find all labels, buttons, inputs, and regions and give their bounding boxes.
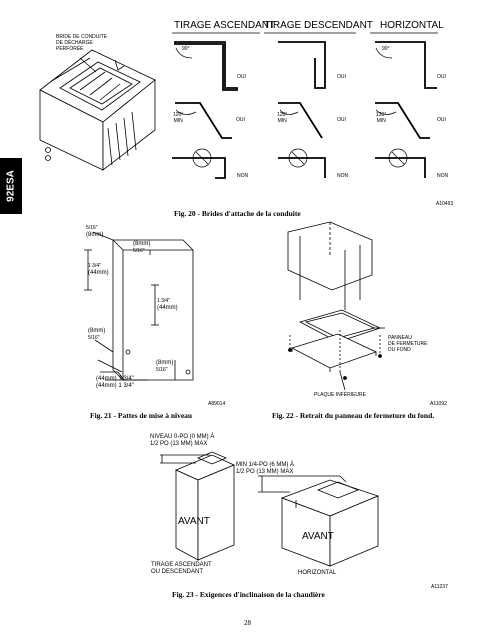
flange-label: BRIDE DE CONDUITE DE DÉCHARGE PERFORÉE — [56, 34, 107, 52]
figure-caption: Fig. 22 - Retrait du panneau de fermetur… — [272, 411, 435, 420]
angle-120-label: 120° MIN — [173, 112, 183, 124]
figure-caption: Fig. 23 - Exigences d'inclinaison de la … — [172, 590, 325, 599]
dim-value: (8mm) — [156, 360, 174, 366]
angle-90-label: 90° — [382, 46, 390, 52]
oui-label: OUI — [437, 74, 446, 80]
figure-caption: Fig. 20 - Brides d'attache de la conduit… — [174, 209, 301, 218]
dim-value: (44mm) — [157, 305, 178, 311]
non-label: NON — [237, 173, 249, 179]
dim-value: 5/16" — [133, 248, 145, 254]
upflow-label: TIRAGE ASCENDANT OU DESCENDANT — [151, 562, 212, 576]
angle-120-min: MIN — [277, 118, 287, 124]
dim-value: 5/16" — [156, 367, 168, 373]
non-label: NON — [437, 173, 449, 179]
panel-label-line: DE FERMETURE — [388, 341, 428, 347]
horizontal-label: HORIZONTAL — [298, 570, 337, 576]
dim-value: (8mm) — [88, 328, 106, 334]
angle-120-label: 120° MIN — [277, 112, 287, 124]
dim-left-low: (8mm) 5/16" — [88, 328, 105, 342]
min-label: MIN 1/4-PO (6 MM) À 1/2 PO (13 MM) MAX — [236, 462, 294, 476]
level-label-line: 1/2 PO (13 MM) MAX — [150, 441, 208, 447]
angle-90-label: 90° — [182, 46, 190, 52]
level-label: NIVEAU 0-PO (0 MM) À 1/2 PO (13 MM) MAX — [150, 434, 214, 448]
dim-value: 5/16" — [86, 225, 98, 231]
level-label-line: NIVEAU 0-PO (0 MM) À — [150, 434, 215, 440]
dim-value: (44mm) 1 3/4" — [96, 383, 134, 389]
dim-bottom: (44mm) 1 3/4" (44mm) 1 3/4" — [96, 376, 134, 390]
dim-value: 1 3/4" — [88, 263, 101, 269]
angle-120-value: 120° — [277, 112, 288, 118]
header-upflow: TIRAGE ASCENDANT — [174, 20, 276, 31]
figure-code: A11237 — [431, 584, 448, 590]
dim-value: (44mm) 1 3/4" — [96, 376, 134, 382]
dim-value: (8mm) — [133, 241, 151, 247]
angle-120-label: 120° MIN — [376, 112, 386, 124]
upflow-label-line: OU DESCENDANT — [151, 569, 204, 575]
avant-label-horizontal: AVANT — [302, 531, 334, 542]
header-horizontal: HORIZONTAL — [380, 20, 444, 31]
oui-label: OUI — [337, 117, 346, 123]
dim-value: (44mm) — [88, 270, 109, 276]
angle-120-value: 120° — [376, 112, 387, 118]
dim-top: 5/16" (8mm) — [86, 225, 103, 239]
upflow-label-line: TIRAGE ASCENDANT — [151, 562, 212, 568]
figure-code: A11092 — [430, 401, 447, 407]
non-label: NON — [337, 173, 349, 179]
dim-value: (8mm) — [86, 232, 104, 238]
dim-value: 1 3/4" — [157, 298, 170, 304]
page-number: 28 — [244, 619, 251, 627]
angle-120-value: 120° — [173, 112, 184, 118]
oui-label: OUI — [437, 117, 446, 123]
oui-label: OUI — [237, 74, 246, 80]
figure-code: A10493 — [436, 201, 454, 207]
dim-bottom-right: (8mm) 5/16" — [156, 360, 173, 374]
flange-label-line: BRIDE DE CONDUITE — [56, 34, 108, 40]
avant-label-upflow: AVANT — [178, 516, 210, 527]
oui-label: OUI — [236, 117, 245, 123]
dim-value: 5/16" — [88, 335, 100, 341]
dim-top-right: (8mm) 5/16" — [133, 241, 150, 255]
oui-label: OUI — [337, 74, 346, 80]
panel-label: PANNEAU DE FERMETURE DU FOND — [388, 335, 427, 353]
angle-120-min: MIN — [173, 118, 183, 124]
side-tab: 92ESA — [0, 158, 22, 214]
min-label-line: MIN 1/4-PO (6 MM) À — [236, 462, 295, 468]
angle-120-min: MIN — [376, 118, 386, 124]
dim-left-mid: 1 3/4" (44mm) — [88, 263, 109, 277]
panel-label-line: DU FOND — [388, 347, 411, 353]
panel-label-line: PANNEAU — [388, 335, 412, 341]
figure-caption: Fig. 21 - Pattes de mise à niveau — [90, 411, 193, 420]
flange-label-line: PERFORÉE — [56, 46, 84, 52]
plate-label: PLAQUE INFÉRIEURE — [314, 392, 366, 398]
figure-code: A89014 — [208, 401, 226, 407]
header-downflow: TIRAGE DESCENDANT — [264, 20, 373, 31]
min-label-line: 1/2 PO (13 MM) MAX — [236, 469, 294, 475]
flange-label-line: DE DÉCHARGE — [56, 40, 93, 46]
dim-center: 1 3/4" (44mm) — [157, 298, 178, 312]
